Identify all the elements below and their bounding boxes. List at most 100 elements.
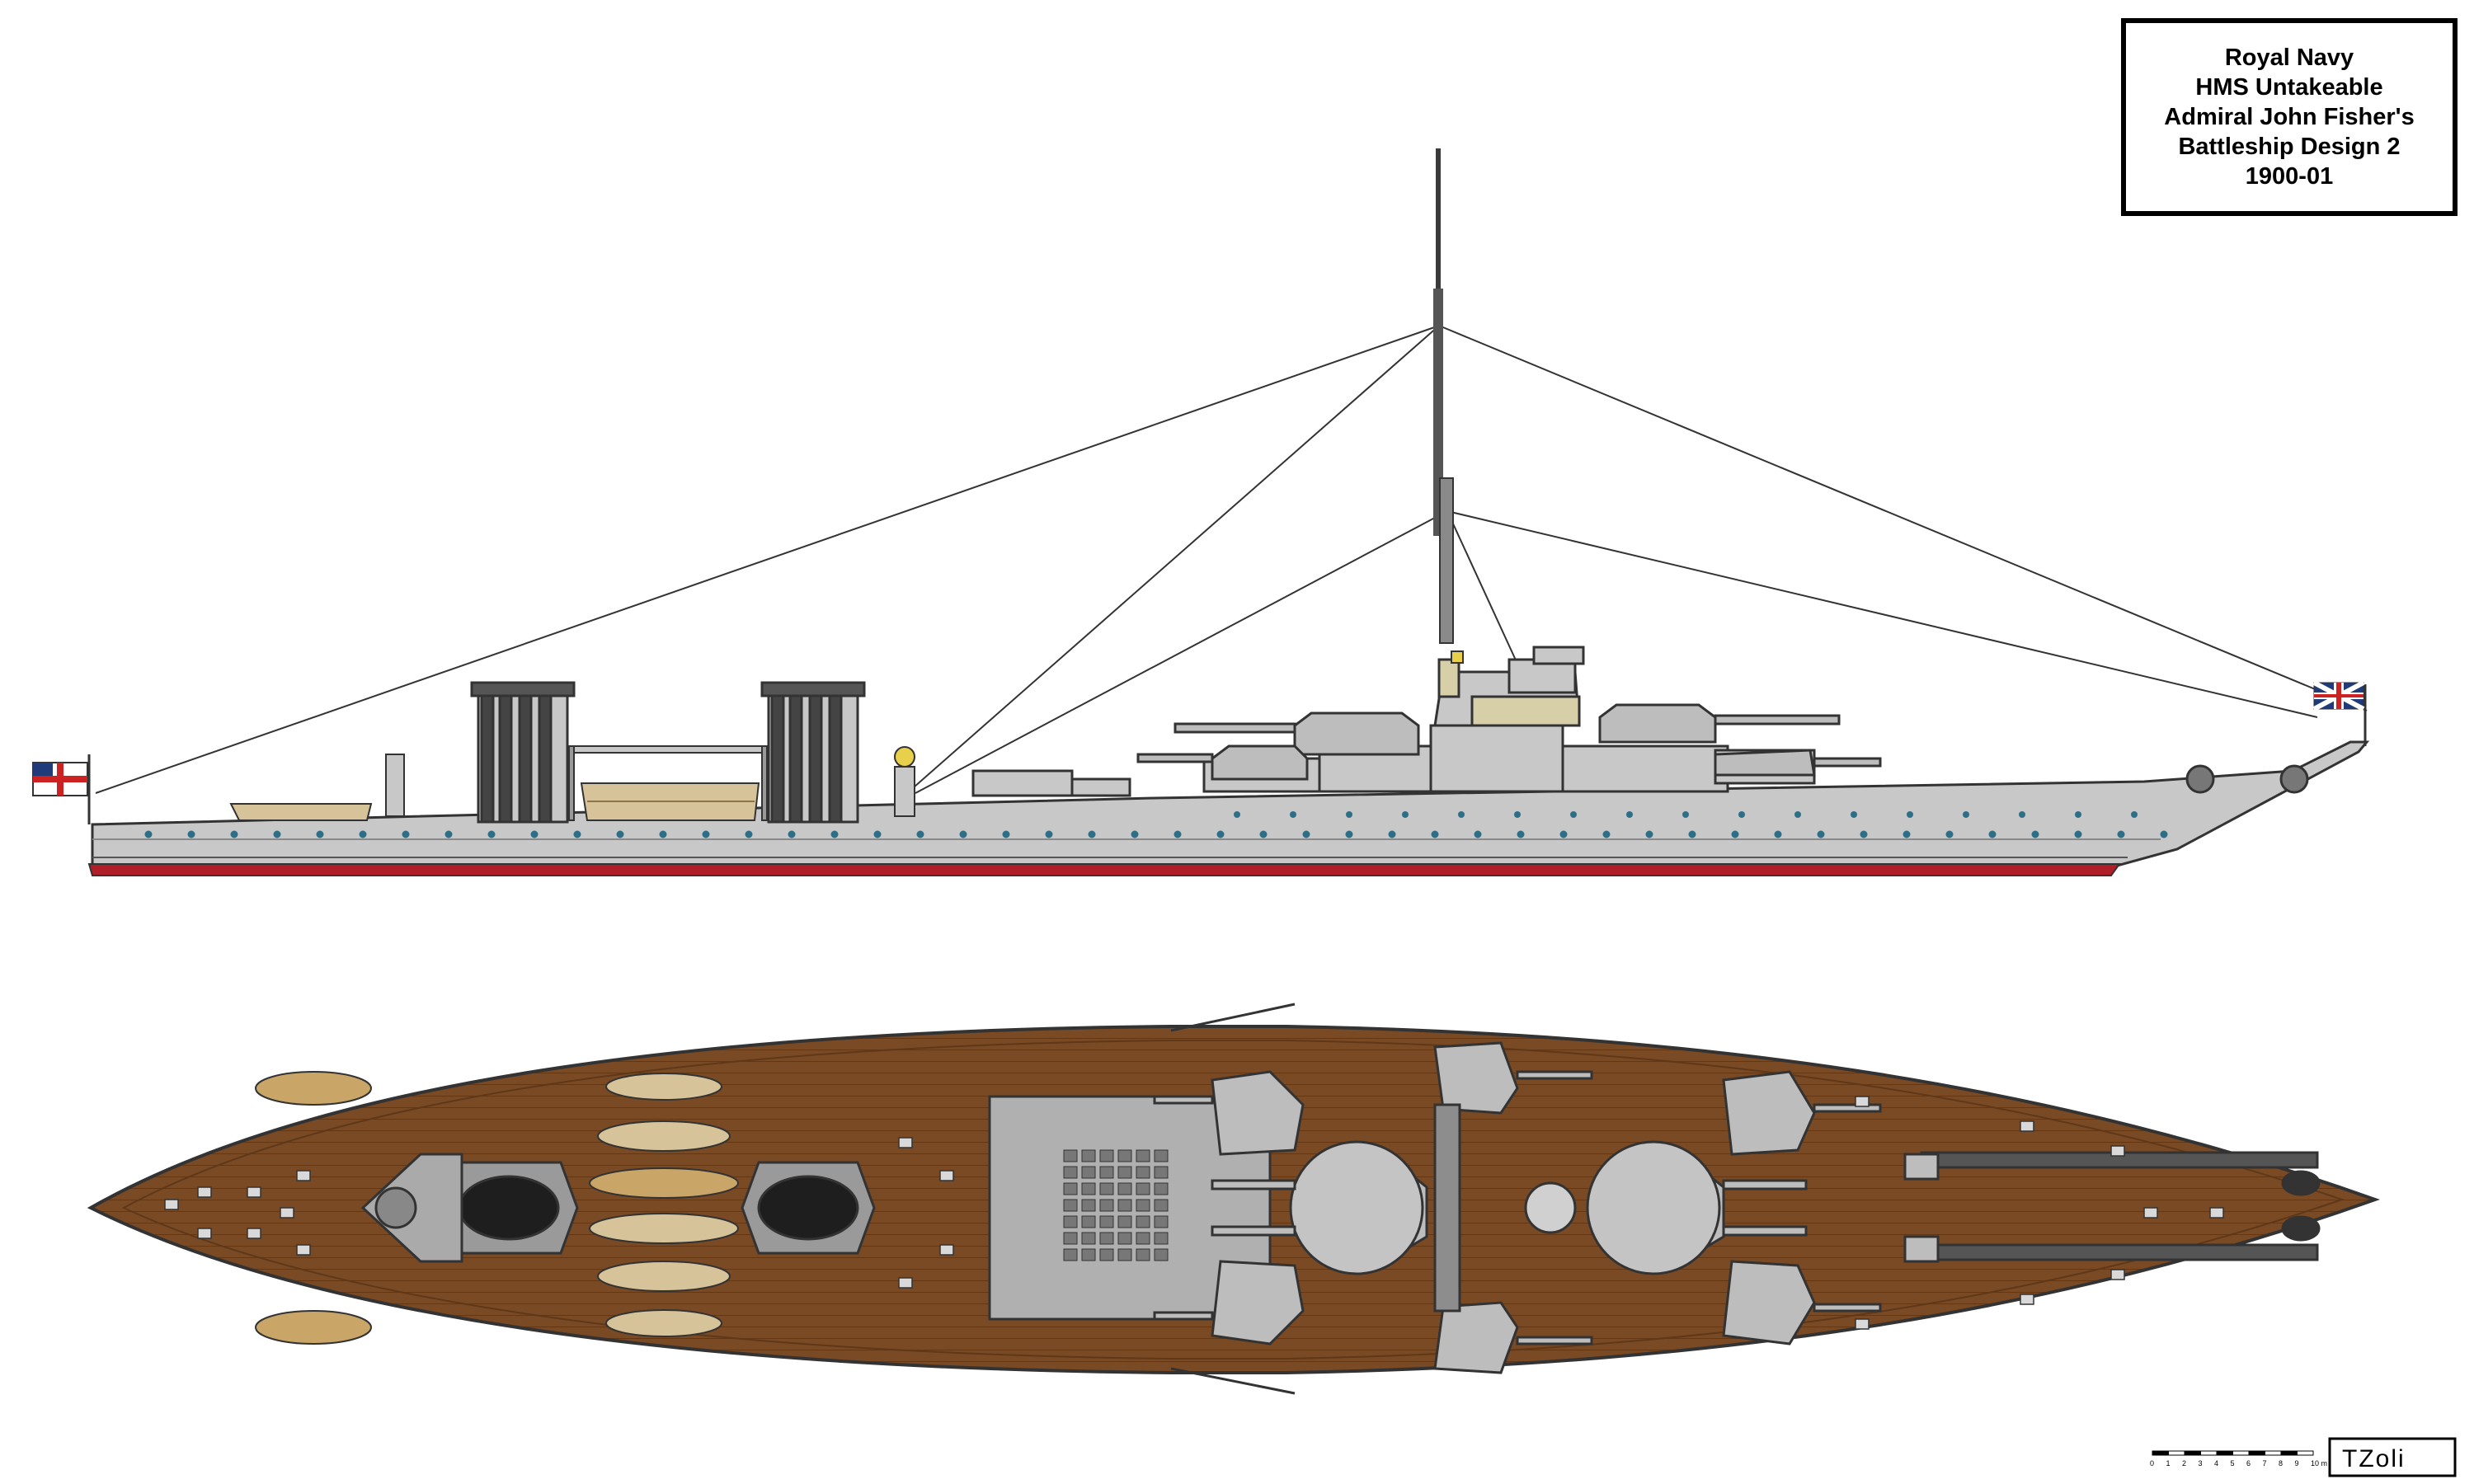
porthole — [1731, 830, 1739, 838]
scale-segment — [2232, 1450, 2250, 1456]
scale-segment — [2280, 1450, 2298, 1456]
porthole — [1570, 811, 1577, 818]
turret-b-profile — [1293, 711, 1420, 756]
porthole — [2019, 811, 2025, 818]
porthole — [1474, 830, 1482, 838]
deck-fitting — [164, 1199, 179, 1210]
signature-box: TZoli — [2328, 1437, 2457, 1477]
grate-cell — [1154, 1232, 1169, 1245]
deck-fitting — [280, 1207, 294, 1219]
porthole — [316, 830, 324, 838]
porthole — [273, 830, 281, 838]
porthole — [1045, 830, 1053, 838]
white-ensign — [32, 754, 91, 824]
funnels-plan — [440, 1161, 876, 1255]
scale-segment — [2248, 1450, 2265, 1456]
turret-wing-5 — [1722, 1070, 1816, 1156]
turrets-plan — [1153, 1041, 1882, 1374]
porthole — [402, 830, 410, 838]
porthole — [144, 830, 153, 838]
grate-cell — [1117, 1199, 1132, 1212]
porthole — [2074, 830, 2082, 838]
deck-fitting — [939, 1244, 954, 1256]
grate-cell — [1081, 1248, 1096, 1261]
porthole — [187, 830, 195, 838]
deck-fitting — [2020, 1294, 2034, 1305]
turret-a-profile — [1598, 703, 1717, 744]
porthole — [573, 830, 581, 838]
porthole — [616, 830, 624, 838]
funnels — [470, 681, 866, 824]
rigging — [95, 325, 2368, 794]
deck-plan — [87, 1003, 2380, 1395]
deck-fitting — [939, 1170, 954, 1181]
grate-cell — [1154, 1248, 1169, 1261]
grate-cell — [1117, 1215, 1132, 1228]
porthole — [1907, 811, 1913, 818]
porthole — [1514, 811, 1521, 818]
scale-tick-label: 5 — [2231, 1459, 2235, 1468]
scale-tick-label: 1 — [2166, 1459, 2171, 1468]
deck-fitting — [898, 1277, 913, 1289]
title-line-ship-name: HMS Untakeable — [2195, 74, 2383, 101]
grate-cell — [1081, 1215, 1096, 1228]
porthole — [444, 830, 453, 838]
porthole — [1234, 811, 1240, 818]
porthole — [1963, 811, 1969, 818]
porthole — [916, 830, 924, 838]
grate-cell — [1063, 1248, 1078, 1261]
turret-wing-6 — [1722, 1260, 1816, 1345]
porthole — [1774, 830, 1782, 838]
porthole — [2131, 811, 2138, 818]
grate-cell — [1117, 1232, 1132, 1245]
porthole — [2031, 830, 2039, 838]
porthole — [1402, 811, 1409, 818]
grate-cell — [1099, 1232, 1114, 1245]
porthole — [1559, 830, 1568, 838]
porthole — [1346, 811, 1352, 818]
porthole — [1458, 811, 1465, 818]
porthole — [1688, 830, 1696, 838]
grate-cell — [1081, 1182, 1096, 1195]
porthole — [1682, 811, 1689, 818]
deck-fitting — [2110, 1269, 2125, 1280]
grate-cell — [1154, 1166, 1169, 1179]
turret-wing-3 — [1433, 1041, 1519, 1115]
porthole — [1216, 830, 1225, 838]
porthole — [873, 830, 882, 838]
grate-cell — [1136, 1232, 1150, 1245]
funnel-aft — [470, 681, 576, 824]
title-line-designer: Admiral John Fisher's — [2164, 104, 2415, 130]
scale-segment — [2168, 1450, 2185, 1456]
signature-text: TZoli — [2342, 1445, 2406, 1472]
grate-cell — [1099, 1199, 1114, 1212]
porthole — [1602, 830, 1611, 838]
porthole — [359, 830, 367, 838]
grate-cell — [1081, 1232, 1096, 1245]
main-mast — [1433, 148, 1454, 644]
deck-fittings — [164, 1096, 2224, 1330]
scale-segment — [2184, 1450, 2201, 1456]
grate-cell — [1154, 1199, 1169, 1212]
turrets-profile — [1136, 703, 1882, 781]
grate-cell — [1136, 1182, 1150, 1195]
grate-cell — [1099, 1248, 1114, 1261]
aft-boat — [229, 803, 373, 821]
porthole — [1388, 830, 1396, 838]
grate-cell — [1099, 1215, 1114, 1228]
porthole — [1131, 830, 1139, 838]
scale-tick-label: 9 — [2295, 1459, 2299, 1468]
porthole — [959, 830, 967, 838]
porthole — [1626, 811, 1633, 818]
grate-cell — [1081, 1199, 1096, 1212]
grate-cell — [1063, 1199, 1078, 1212]
portholes — [144, 811, 2168, 838]
grate-cell — [1154, 1215, 1169, 1228]
porthole — [1860, 830, 1868, 838]
title-plate: Royal Navy HMS Untakeable Admiral John F… — [2121, 18, 2458, 216]
grate-cell — [1063, 1182, 1078, 1195]
grate-cell — [1081, 1166, 1096, 1179]
anchors — [2185, 764, 2309, 794]
deck-fitting — [1855, 1318, 1870, 1330]
scale-segment — [2265, 1450, 2282, 1456]
